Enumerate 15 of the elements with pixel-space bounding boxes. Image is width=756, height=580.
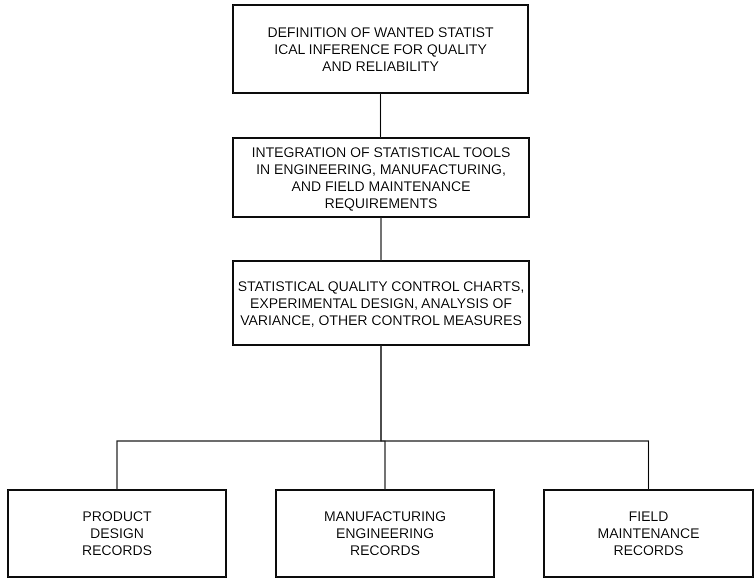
process-box: [232, 260, 530, 346]
process-box: [232, 137, 530, 218]
process-box: [7, 489, 227, 578]
box-label: MANUFACTURING ENGINEERING RECORDS: [322, 508, 448, 559]
box-label: PRODUCT DESIGN RECORDS: [80, 508, 153, 559]
box-label: INTEGRATION OF STATISTICAL TOOLS IN ENGINEERING, MANUFACTURING, AND FIELD MAINTENANCE REQUIREMENTS: [250, 144, 512, 212]
box-label: DEFINITION OF WANTED STATIST ICAL INFERENCE FOR QUALITY AND RELIABILITY: [266, 24, 495, 74]
process-box: [543, 489, 754, 578]
process-box: [275, 489, 495, 578]
box-label: STATISTICAL QUALITY CONTROL CHARTS, EXPERIMENTAL DESIGN, ANALYSIS OF VARIANCE, OTHER CONTROL MEASURES: [236, 278, 526, 328]
connector-line: [380, 218, 382, 260]
connector-line: [380, 94, 382, 137]
box-label: FIELD MAINTENANCE RECORDS: [596, 508, 700, 559]
connector-line: [380, 346, 650, 489]
process-box: [232, 4, 529, 94]
